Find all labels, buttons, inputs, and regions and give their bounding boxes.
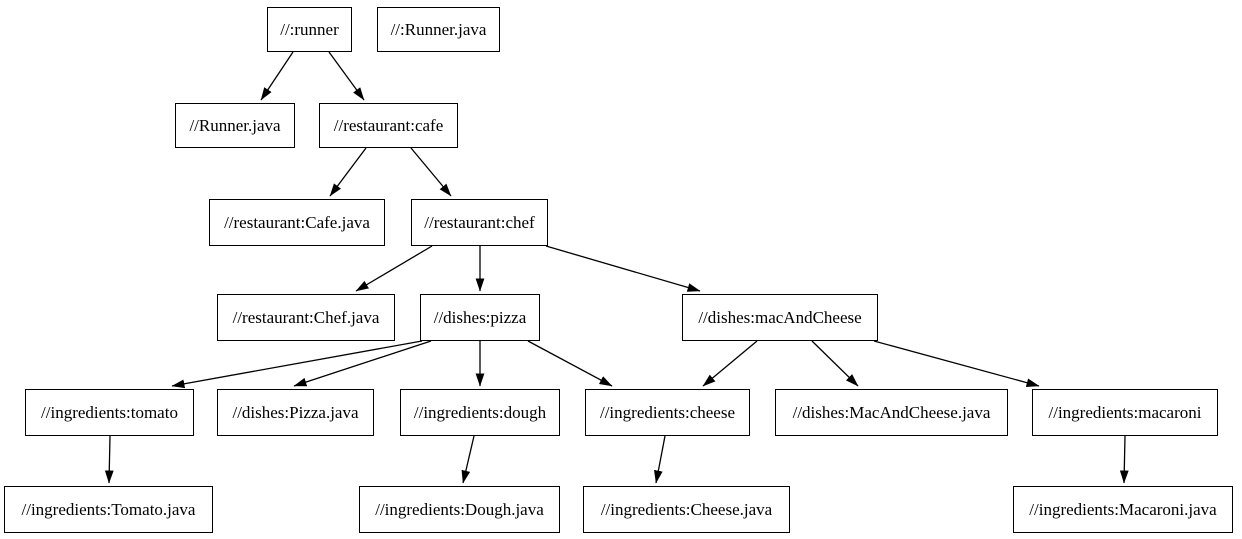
node-label-cheese-java: //ingredients:Cheese.java	[600, 499, 773, 519]
node-cheese-java: //ingredients:Cheese.java	[583, 486, 790, 533]
node-label-pizza: //dishes:pizza	[433, 307, 527, 327]
node-label-dough-java: //ingredients:Dough.java	[375, 499, 544, 519]
node-label-dough: //ingredients:dough	[413, 402, 547, 422]
node-label-cafe: //restaurant:cafe	[333, 115, 444, 135]
node-cafe: //restaurant:cafe	[319, 103, 458, 148]
edge-runner-to-cafe	[328, 51, 365, 101]
edge-mac-and-cheese-to-macaroni	[873, 340, 1040, 387]
node-label-tomato: //ingredients:tomato	[41, 402, 178, 422]
node-runner: //:runner	[267, 7, 352, 52]
node-macaroni: //ingredients:macaroni	[1032, 389, 1218, 436]
edge-tomato-to-tomato-java	[104, 435, 114, 484]
edge-chef-to-mac-and-cheese	[545, 245, 701, 292]
edge-runner-to-runner-java	[260, 51, 294, 101]
node-label-cheese: //ingredients:cheese	[599, 402, 735, 422]
node-label-cafe-java: //restaurant:Cafe.java	[224, 212, 370, 232]
node-label-runner-java-src: //:Runner.java	[390, 19, 487, 39]
edge-cafe-to-chef	[410, 147, 452, 197]
edge-group	[104, 51, 1129, 484]
node-macaroni-java: //ingredients:Macaroni.java	[1013, 486, 1233, 533]
node-tomato-java: //ingredients:Tomato.java	[4, 486, 213, 533]
node-pizza: //dishes:pizza	[420, 294, 540, 341]
edge-mac-and-cheese-to-cheese	[702, 340, 758, 387]
node-mac-and-cheese: //dishes:macAndCheese	[682, 294, 878, 341]
node-mac-and-cheese-java: //dishes:MacAndCheese.java	[775, 389, 1008, 436]
node-tomato: //ingredients:tomato	[25, 389, 194, 436]
node-label-pizza-java: //dishes:Pizza.java	[232, 402, 359, 422]
edge-chef-to-chef-java	[355, 245, 433, 292]
node-dough-java: //ingredients:Dough.java	[359, 486, 560, 533]
edge-pizza-to-tomato	[171, 340, 423, 389]
node-label-tomato-java: //ingredients:Tomato.java	[21, 499, 196, 519]
node-label-runner-java: //Runner.java	[189, 115, 281, 135]
node-cheese: //ingredients:cheese	[585, 389, 750, 436]
node-label-chef-java: //restaurant:Chef.java	[232, 307, 380, 327]
edge-dough-to-dough-java	[461, 435, 475, 484]
node-label-mac-and-cheese-java: //dishes:MacAndCheese.java	[792, 402, 991, 422]
node-chef-java: //restaurant:Chef.java	[217, 294, 395, 341]
node-label-mac-and-cheese: //dishes:macAndCheese	[698, 307, 862, 327]
edge-cheese-to-cheese-java	[654, 435, 666, 484]
edge-macaroni-to-macaroni-java	[1119, 435, 1129, 484]
edge-cafe-to-cafe-java	[329, 147, 367, 197]
node-dough: //ingredients:dough	[400, 389, 560, 436]
node-label-chef: //restaurant:chef	[424, 212, 535, 232]
node-runner-java-src: //:Runner.java	[377, 7, 500, 52]
node-cafe-java: //restaurant:Cafe.java	[209, 199, 385, 246]
edge-mac-and-cheese-to-mac-and-cheese-java	[811, 340, 859, 387]
node-label-macaroni-java: //ingredients:Macaroni.java	[1029, 499, 1217, 519]
node-pizza-java: //dishes:Pizza.java	[217, 389, 374, 436]
node-label-macaroni: //ingredients:macaroni	[1048, 402, 1202, 422]
node-label-runner: //:runner	[280, 19, 339, 39]
edge-pizza-to-pizza-java	[293, 340, 432, 387]
node-runner-java: //Runner.java	[175, 103, 295, 148]
edge-pizza-to-cheese	[527, 340, 613, 387]
node-chef: //restaurant:chef	[411, 199, 548, 246]
